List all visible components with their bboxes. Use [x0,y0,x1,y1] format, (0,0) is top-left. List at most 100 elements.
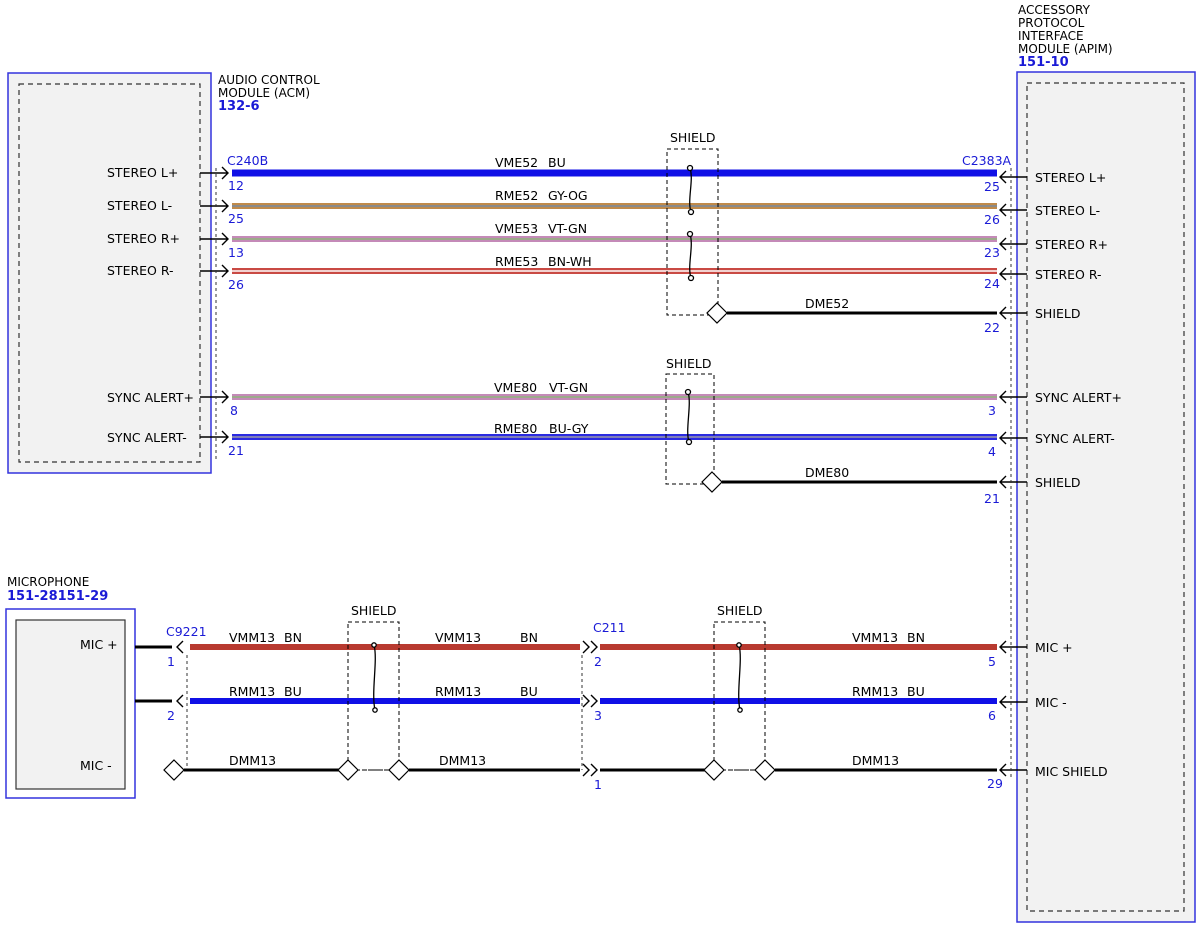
wire-label-rmm13: RMM13 [229,684,275,699]
apim-pin-label: MIC SHIELD [1035,764,1108,779]
c211-pin: 2 [594,654,602,669]
connector-c9221: C9221 [166,624,207,639]
wire-label-vmm13: VMM13 [229,630,275,645]
apim-pin-number: 21 [984,491,1000,506]
acm-pin-number: 26 [228,277,244,292]
apim-pin-number: 6 [988,708,996,723]
apim-pin-label: STEREO R+ [1035,237,1108,252]
wire-color-rme52: GY-OG [548,188,588,203]
apim-pin-label: SHIELD [1035,475,1081,490]
wire-label-vmm13: VMM13 [435,630,481,645]
wire-label-vme52: VME52 [495,155,538,170]
acm-pin-label-stereo-rp: STEREO R+ [107,231,180,246]
apim-module-inner [1026,82,1185,912]
mic-pin-label-plus: MIC + [80,637,118,652]
apim-title-line-2: PROTOCOL [1018,16,1085,30]
twist-symbol [684,388,693,446]
shield-box [666,148,719,316]
acm-connector-terminals [200,166,229,444]
apim-pin-number: 22 [984,320,1000,335]
apim-pin-label: SYNC ALERT- [1035,431,1115,446]
ground-diamond [706,302,728,324]
apim-pin-label: MIC - [1035,695,1067,710]
wire-color-rme53: BN-WH [548,254,592,269]
apim-pin-label: STEREO L- [1035,203,1100,218]
apim-module-id: 151-10 [1018,55,1069,70]
apim-pin-label: MIC + [1035,640,1073,655]
c9221-pin: 2 [167,708,175,723]
apim-pin-number: 29 [987,776,1003,791]
shield-box [713,621,766,771]
ground-diamond [703,759,725,781]
apim-module: ACCESSORY PROTOCOL INTERFACE MODULE (API… [962,3,1196,923]
wire-color-vme80: VT-GN [549,380,588,395]
shield-label: SHIELD [351,603,397,618]
apim-pin-number: 26 [984,212,1000,227]
apim-pin-number: 5 [988,654,996,669]
acm-title-line-2: MODULE (ACM) [218,86,310,100]
acm-pin-number: 12 [228,178,244,193]
apim-module-box [1016,71,1196,923]
wire-label-dmm13: DMM13 [852,753,899,768]
wire-color-vme52: BU [548,155,566,170]
apim-connector-terminals [999,170,1027,777]
apim-pin-label: STEREO R- [1035,267,1102,282]
apim-title-line-4: MODULE (APIM) [1018,42,1113,56]
wire-label-vme80: VME80 [494,380,537,395]
microphone-module: MICROPHONE 151-28151-29 MIC + MIC - [5,575,136,799]
wire-label-vme53: VME53 [495,221,538,236]
apim-title-line-1: ACCESSORY [1018,3,1091,17]
acm-module: AUDIO CONTROL MODULE (ACM) 132-6 C240B S… [7,72,320,474]
mic-wires: C9221 1 2 VMM13 BN RMM13 BU DMM13 VMM13 … [135,603,997,792]
acm-pin-label-stereo-lp: STEREO L+ [107,165,178,180]
shield-label: SHIELD [670,130,716,145]
wire-label-vmm13: VMM13 [852,630,898,645]
shield-box [665,373,715,485]
shield-label: SHIELD [666,356,712,371]
wire-label-dme52: DME52 [805,296,849,311]
apim-pin-number: 3 [988,403,996,418]
acm-pin-number: 21 [228,443,244,458]
ground-diamond [163,759,185,781]
acm-pin-label-stereo-lm: STEREO L- [107,198,172,213]
acm-pin-label-sync-alert-p: SYNC ALERT+ [107,390,194,405]
ground-diamond [701,471,723,493]
acm-pin-number: 8 [230,403,238,418]
acm-pin-label-stereo-rm: STEREO R- [107,263,174,278]
stereo-wires: VME52 BU RME52 GY-OG VME53 VT-GN RME53 B… [232,130,997,493]
acm-module-id: 132-6 [218,99,260,114]
acm-title-line-1: AUDIO CONTROL [218,73,320,87]
ground-diamond [388,759,410,781]
wire-color-rmm13: BU [907,684,925,699]
shield-box [347,621,400,771]
acm-connector-id: C240B [227,153,268,168]
wire-color-rmm13: BU [284,684,302,699]
acm-pin-number: 13 [228,245,244,260]
acm-module-inner [18,83,201,463]
wire-color-rme80: BU-GY [549,421,589,436]
mic-title: MICROPHONE [7,575,89,589]
twist-symbol [371,642,378,713]
wire-label-rmm13: RMM13 [852,684,898,699]
ground-diamond [337,759,359,781]
twist-symbol [736,642,743,713]
wire-color-vmm13: BN [520,630,538,645]
shield-label: SHIELD [717,603,763,618]
wire-color-vmm13: BN [284,630,302,645]
c211-terminals [582,640,598,777]
apim-pin-label: SHIELD [1035,306,1081,321]
acm-pin-number: 25 [228,211,244,226]
c211-pin: 3 [594,708,602,723]
wire-label-rme52: RME52 [495,188,538,203]
apim-pin-number: 25 [984,179,1000,194]
mic-module-id: 151-28151-29 [7,589,108,604]
c211-pin: 1 [594,777,602,792]
c9221-terminals [176,640,184,708]
c9221-pin: 1 [167,654,175,669]
twist-symbol [686,164,695,282]
apim-pin-number: 24 [984,276,1000,291]
apim-pin-number: 4 [988,444,996,459]
wire-color-vmm13: BN [907,630,925,645]
wire-label-dmm13: DMM13 [439,753,486,768]
acm-pin-label-sync-alert-m: SYNC ALERT- [107,430,187,445]
